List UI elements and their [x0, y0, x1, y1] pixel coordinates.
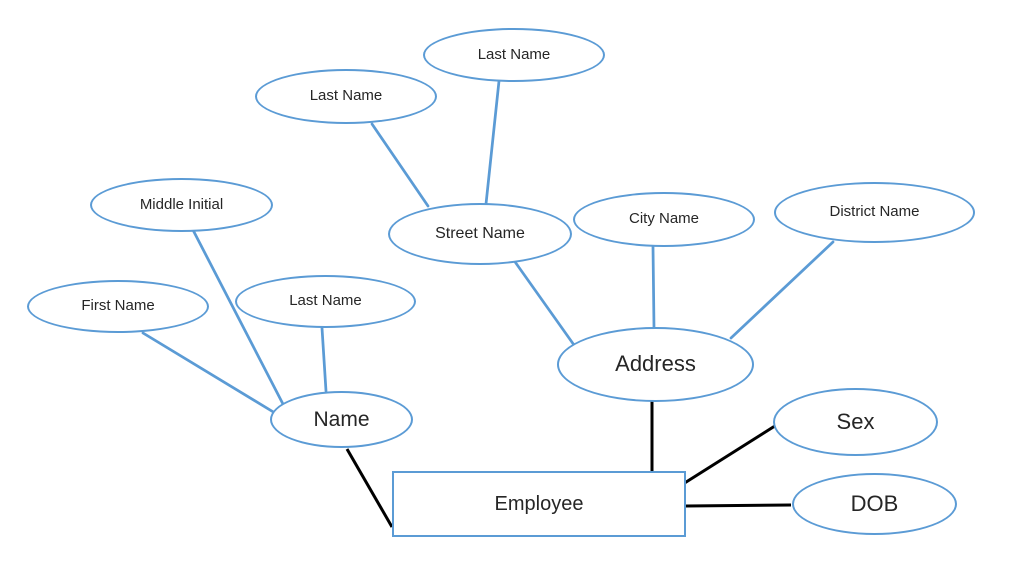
attribute-middle-initial-label: Middle Initial [139, 195, 224, 213]
attribute-city-name: City Name [573, 192, 755, 247]
attribute-name: Name [270, 391, 413, 448]
connector-name-employee [345, 448, 394, 528]
connector-last-name-2-street-name [370, 122, 430, 208]
connector-district-name-address [729, 240, 835, 340]
attribute-last-name-3: Last Name [423, 28, 605, 82]
attribute-first-name-label: First Name [81, 297, 155, 315]
attribute-address-label: Address [615, 351, 696, 377]
attribute-first-name: First Name [27, 280, 209, 333]
connector-employee-sex [682, 422, 779, 486]
attribute-last-name-label: Last Name [289, 292, 362, 310]
attribute-street-name: Street Name [388, 203, 572, 265]
attribute-last-name: Last Name [235, 275, 416, 328]
attribute-last-name-2: Last Name [255, 69, 437, 124]
attribute-street-name-label: Street Name [435, 225, 525, 243]
attribute-district-name-label: District Name [829, 203, 920, 221]
entity-employee: Employee [392, 471, 686, 537]
attribute-last-name-3-label: Last Name [477, 45, 551, 63]
attribute-sex: Sex [773, 388, 938, 456]
connector-first-name-name [141, 331, 277, 415]
attribute-address: Address [557, 327, 754, 402]
attribute-dob: DOB [792, 473, 957, 535]
connector-employee-dob [685, 503, 792, 508]
attribute-name-label: Name [313, 407, 370, 431]
connector-last-name-name [320, 326, 328, 393]
attribute-sex-label: Sex [836, 408, 875, 434]
attribute-last-name-2-label: Last Name [309, 87, 383, 105]
attribute-district-name: District Name [774, 182, 975, 243]
entity-employee-label: Employee [494, 493, 584, 515]
connector-street-name-address [511, 257, 576, 347]
connector-middle-initial-name [191, 228, 286, 408]
attribute-city-name-label: City Name [628, 210, 699, 228]
attribute-dob-label: DOB [850, 490, 899, 516]
connector-last-name-3-street-name [484, 79, 501, 206]
attribute-middle-initial: Middle Initial [90, 178, 273, 232]
connector-city-name-address [651, 245, 656, 330]
